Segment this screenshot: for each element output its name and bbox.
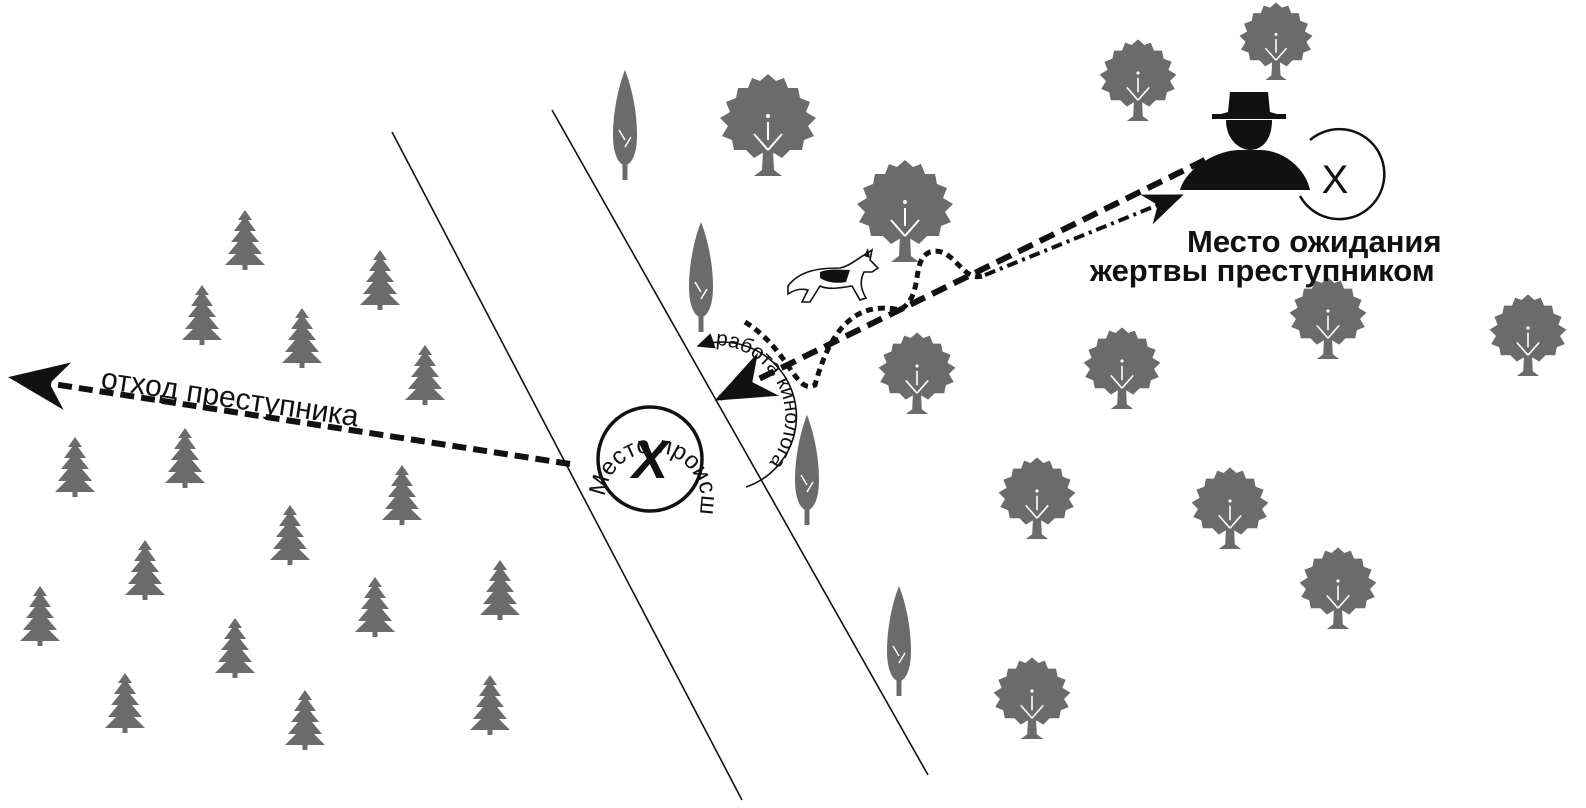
cypress-trees: [612, 70, 912, 696]
spruce-tree-icon: [55, 437, 95, 497]
oak-tree-icon: [992, 656, 1072, 740]
spruce-tree-icon: [225, 210, 265, 270]
spruce-tree-icon: [182, 285, 222, 345]
spruce-tree-icon: [382, 465, 422, 525]
dog-icon: [787, 248, 880, 303]
crime-scene-x: X: [629, 430, 671, 490]
retreat-path: [8, 362, 571, 467]
spruce-forest: [20, 210, 520, 750]
oak-tree-icon: [1298, 546, 1378, 630]
oak-tree-icon: [1238, 1, 1314, 81]
spruce-tree-icon: [285, 690, 325, 750]
ambush-label-line1: Место ожидания: [1187, 224, 1442, 259]
spruce-tree-icon: [125, 540, 165, 600]
handler-work-label: работа кинолога: [715, 327, 803, 474]
spruce-tree-icon: [360, 250, 400, 310]
spruce-tree-icon: [470, 675, 510, 735]
spruce-tree-icon: [282, 308, 322, 368]
cypress-tree-icon: [612, 70, 638, 180]
dog-trail: [743, 248, 986, 389]
ambush-label-line2: жертвы преступником: [1089, 253, 1435, 288]
handler-work-label-path: работа кинолога: [715, 327, 803, 474]
oak-tree-icon: [719, 74, 817, 177]
retreat-label: отход преступника: [99, 362, 361, 433]
ambush-marker: X: [1298, 127, 1386, 221]
cypress-tree-icon: [886, 586, 912, 696]
cypress-tree-icon: [688, 222, 714, 332]
oak-tree-icon: [1288, 276, 1368, 360]
criminal-silhouette-icon: [1180, 92, 1310, 190]
oak-tree-icon: [877, 331, 957, 415]
handler-return-path: [984, 194, 1184, 277]
oak-tree-icon: [1098, 38, 1178, 122]
spruce-tree-icon: [165, 428, 205, 488]
oak-tree-icon: [997, 456, 1077, 540]
handler-work-arc: [696, 333, 798, 488]
spruce-tree-icon: [405, 345, 445, 405]
spruce-tree-icon: [215, 618, 255, 678]
spruce-tree-icon: [480, 560, 520, 620]
oak-tree-icon: [1190, 466, 1270, 550]
oak-tree-icon: [1082, 326, 1162, 410]
crime-scene-marker: X: [596, 405, 704, 513]
oak-trees: [719, 1, 1568, 740]
paths: [8, 157, 1207, 488]
spruce-tree-icon: [105, 673, 145, 733]
road-edge-right: [551, 109, 929, 776]
oak-tree-icon: [1488, 293, 1568, 377]
spruce-tree-icon: [270, 505, 310, 565]
spruce-tree-icon: [355, 577, 395, 637]
approach-path: [714, 157, 1207, 401]
ambush-x: X: [1322, 158, 1349, 202]
spruce-tree-icon: [20, 586, 60, 646]
oak-tree-icon: [856, 160, 954, 263]
